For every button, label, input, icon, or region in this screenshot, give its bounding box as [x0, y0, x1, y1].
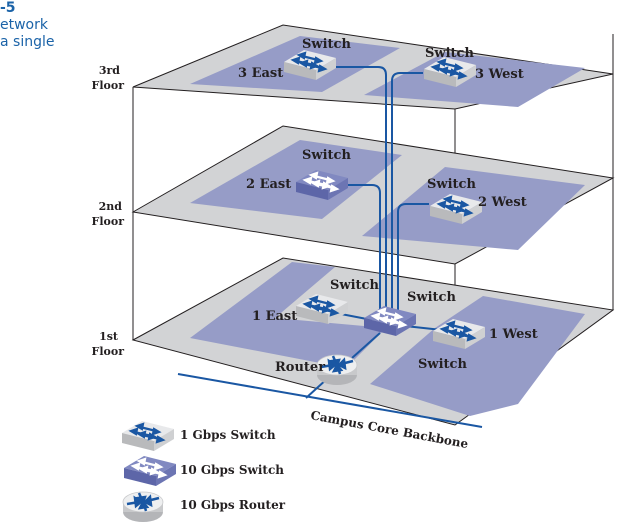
- switch-2-west-label: Switch: [427, 177, 476, 192]
- area-1-east: [190, 262, 386, 368]
- area-2-west-label: 2 West: [478, 195, 527, 210]
- floor-2-label-line1: 2nd: [99, 200, 123, 213]
- switch-1-east-label: Switch: [330, 278, 379, 293]
- legend-switch-1gbps-icon: [120, 419, 176, 453]
- floor-1: [131, 257, 615, 426]
- legend-router-10gbps-icon: [121, 490, 165, 524]
- area-3-west-label: 3 West: [475, 67, 524, 82]
- legend-switch-10gbps-icon: [122, 454, 178, 488]
- floor-2: [131, 125, 615, 265]
- cable-core-router: [351, 332, 381, 359]
- switch-1-core-label: Switch: [407, 290, 456, 305]
- figure-number: -5: [0, 0, 16, 16]
- caption-line-2: a single: [0, 34, 55, 50]
- legend-label-1gbps-switch: 1 Gbps Switch: [180, 428, 276, 442]
- cable-2-west: [397, 203, 429, 312]
- router-label: Router: [275, 360, 325, 375]
- floor-3-label-line1: 3rd: [99, 64, 120, 77]
- switch-2-east-label: Switch: [302, 148, 351, 163]
- legend-label-10gbps-switch: 10 Gbps Switch: [180, 463, 284, 477]
- cable-3-west: [391, 72, 423, 312]
- campus-core-backbone-line: [177, 373, 483, 428]
- legend-label-10gbps-router: 10 Gbps Router: [180, 498, 286, 512]
- floor-labels: 3rd Floor 2nd Floor 1st Floor: [92, 64, 125, 358]
- floor-3-label-line2: Floor: [92, 79, 125, 92]
- area-2-east: [190, 140, 402, 219]
- figure-caption: -5 etwork a single: [0, 0, 54, 51]
- area-3-east-label: 3 East: [238, 66, 283, 81]
- switch-3-west-label: Switch: [425, 46, 474, 61]
- floor-1-label-line2: Floor: [92, 345, 125, 358]
- cable-2-east: [343, 184, 381, 312]
- area-1-west: [370, 296, 585, 416]
- area-1-east-label: 1 East: [252, 309, 297, 324]
- area-1-west-label: 1 West: [489, 327, 538, 342]
- cable-3-east: [331, 66, 387, 312]
- caption-line-1: etwork: [0, 17, 48, 33]
- switch-1-west-label: Switch: [418, 357, 467, 372]
- switch-3-east-label: Switch: [302, 37, 351, 52]
- area-2-east-label: 2 East: [246, 177, 291, 192]
- legend: 1 Gbps Switch 10 Gbps Switch 10 Gbps Rou…: [120, 419, 286, 524]
- floor-1-label-line1: 1st: [99, 330, 119, 343]
- area-3-west: [364, 52, 585, 107]
- floor-2-label-line2: Floor: [92, 215, 125, 228]
